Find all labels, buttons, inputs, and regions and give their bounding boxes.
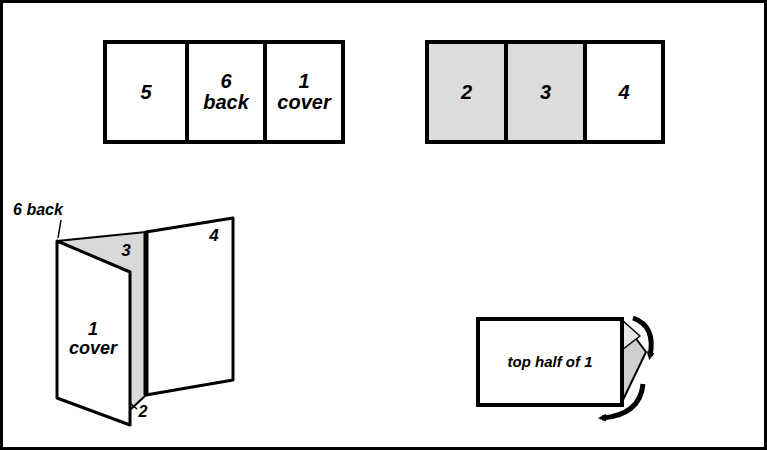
panel-callout: 2 [139,404,148,421]
panel-label: 6 back [203,71,249,113]
panel-label: 3 [540,82,551,103]
panel-box: 4 [583,40,665,144]
panel-label: 5 [140,82,151,103]
panel-label: top half of 1 [508,354,593,370]
panel-box: 2 [425,40,508,144]
fold-arrow [633,318,651,356]
panel-4-shape [146,218,233,395]
panel-label: 2 [461,82,472,103]
panel-callout: 6 back [13,202,63,219]
panel-callout: 1 cover [69,320,117,358]
panel-callout: 4 [209,227,218,245]
leader-line [131,404,137,409]
panel-box: 1 cover [263,40,345,144]
panel-box: 3 [504,40,587,144]
panel-box: 6 back [185,40,267,144]
leader-line [58,220,61,238]
folded-flap [622,320,640,350]
panel-label: 1 cover [277,71,330,113]
panel-box: 5 [103,40,189,144]
fold-line [144,232,149,395]
panel-label: 4 [618,82,629,103]
folded-sheet-box: top half of 1 [476,317,624,407]
panel-callout: 3 [121,242,130,260]
cover-panel-shape [57,241,130,425]
